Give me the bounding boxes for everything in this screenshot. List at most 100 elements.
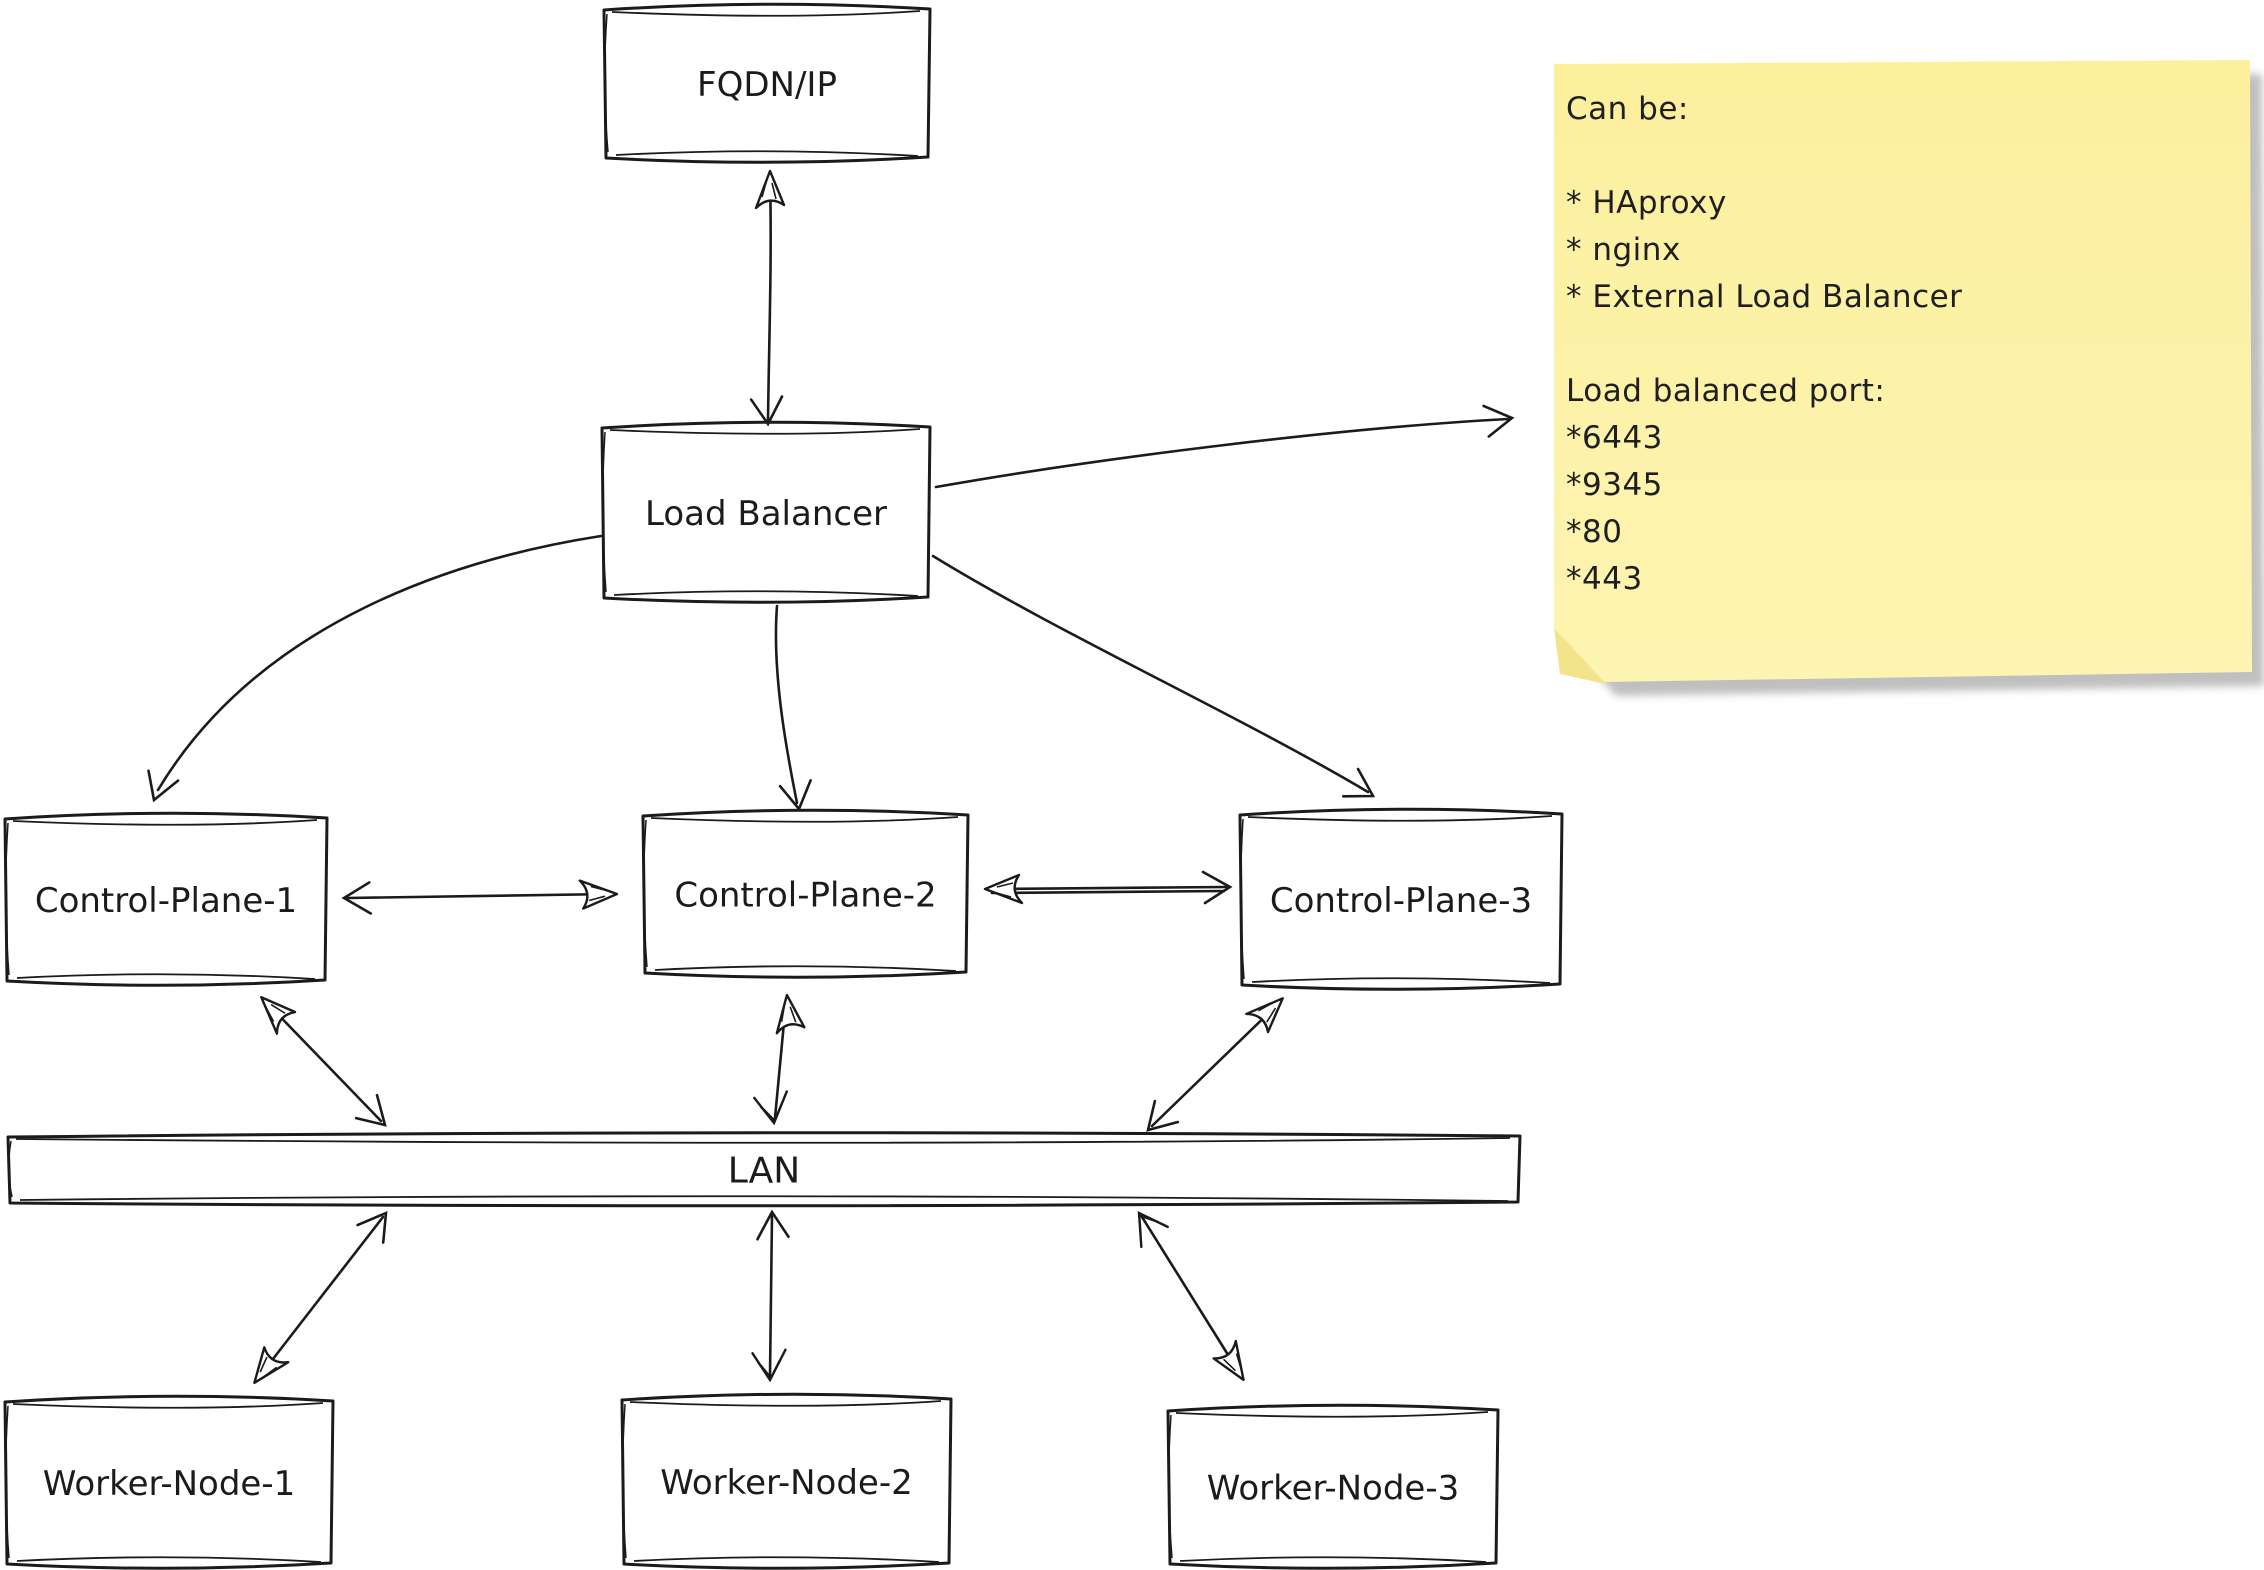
arrow-loadbalancer-note[interactable] [934, 403, 1515, 489]
node-control-plane-3-sketch-bottom [1251, 977, 1551, 984]
arrowhead [780, 1003, 797, 1023]
node-worker-node-1-sketch-left [4, 1405, 10, 1559]
node-worker-node-3-label: Worker-Node-3 [1207, 1469, 1460, 1509]
node-worker-node-3-sketch-bottom [1179, 1556, 1487, 1563]
node-control-plane-2-sketch-top [650, 816, 959, 823]
arrowhead [259, 1356, 278, 1379]
arrow-cp1-lan-line [264, 1000, 383, 1123]
arrow-cp1-cp2-line [346, 892, 614, 900]
sticky-note-line: *9345 [1566, 467, 1663, 503]
arrowhead [1212, 1339, 1245, 1382]
node-control-plane-1-label: Control-Plane-1 [35, 881, 297, 921]
arrow-cp2-lan[interactable] [753, 993, 806, 1126]
node-lan[interactable]: LAN [6, 1131, 1522, 1208]
node-lan-sketch-bottom [19, 1195, 1509, 1202]
arrowhead [1342, 767, 1376, 798]
arrowhead [341, 881, 373, 915]
arrow-lan-wn2-line [768, 1214, 774, 1377]
node-worker-node-1[interactable]: Worker-Node-1 [3, 1394, 335, 1570]
arrowhead [1137, 1211, 1169, 1249]
arrowhead [753, 1090, 788, 1126]
arrowhead [264, 1003, 286, 1022]
node-control-plane-1-sketch-bottom [16, 973, 316, 980]
node-fqdn-outline [602, 2, 932, 164]
node-worker-node-1-sketch-top [12, 1402, 324, 1409]
arrow-fqdn-loadbalancer[interactable] [749, 169, 786, 427]
sticky-note-line [1566, 133, 2238, 180]
arrow-cp3-lan-line [1150, 1001, 1281, 1128]
sticky-note-fold [1554, 628, 1606, 684]
arrow-lan-wn3[interactable] [1125, 1204, 1255, 1387]
arrowhead [1245, 997, 1284, 1034]
node-worker-node-2-sketch-left [621, 1403, 627, 1559]
arrowhead [751, 1348, 787, 1383]
sticky-note-line [1566, 321, 2238, 368]
node-load-balancer-label: Load Balancer [645, 494, 887, 534]
arrow-fqdn-loadbalancer-line [766, 174, 772, 422]
arrowhead [1482, 404, 1515, 438]
arrow-cp2-cp3[interactable] [983, 870, 1233, 905]
arrowhead [983, 873, 1024, 905]
arrowhead [778, 779, 812, 812]
arrowhead [1258, 1001, 1277, 1023]
node-control-plane-1-outline [3, 811, 329, 987]
node-worker-node-3-sketch-top [1175, 1411, 1489, 1418]
node-control-plane-3-sketch-left [1239, 818, 1245, 980]
arrowhead [749, 395, 784, 427]
arrow-cp1-lan[interactable] [251, 988, 396, 1137]
node-worker-node-2[interactable]: Worker-Node-2 [620, 1392, 953, 1570]
sticky-note[interactable] [1554, 60, 2264, 696]
arrow-lan-wn2[interactable] [751, 1209, 790, 1383]
node-fqdn-label: FQDN/IP [697, 65, 837, 105]
arrowhead [354, 1093, 387, 1127]
arrow-loadbalancer-cp2[interactable] [774, 604, 814, 812]
node-load-balancer-sketch-top [609, 428, 921, 435]
sticky-note-text: Can be:* HAproxy* nginx* External Load B… [1566, 86, 2238, 603]
node-control-plane-2-sketch-bottom [654, 965, 957, 972]
node-worker-node-2-sketch-top [629, 1400, 942, 1407]
node-fqdn[interactable]: FQDN/IP [602, 2, 932, 164]
node-control-plane-3-sketch-top [1247, 815, 1553, 822]
node-worker-node-2-sketch-bottom [633, 1556, 940, 1563]
arrow-loadbalancer-cp1[interactable] [139, 534, 603, 806]
sticky-note-line: Load balanced port: [1566, 373, 1886, 409]
arrow-cp1-cp2[interactable] [341, 879, 619, 915]
arrow-loadbalancer-cp3[interactable] [931, 554, 1381, 810]
node-worker-node-2-outline [620, 1392, 953, 1570]
arrowhead [992, 882, 1014, 898]
arrowhead [1146, 1099, 1180, 1132]
arrowhead [775, 993, 806, 1035]
node-worker-node-1-sketch-bottom [16, 1556, 322, 1563]
node-control-plane-1-sketch-left [4, 822, 10, 976]
arrowhead [147, 769, 180, 803]
arrow-lan-wn1-line [257, 1215, 385, 1379]
node-worker-node-3[interactable]: Worker-Node-3 [1166, 1403, 1500, 1570]
arrow-cp3-lan[interactable] [1137, 988, 1293, 1141]
node-lan-outline [6, 1131, 1522, 1208]
node-fqdn-sketch-bottom [615, 150, 919, 157]
sticky-note-line: * External Load Balancer [1566, 279, 1963, 315]
node-load-balancer[interactable]: Load Balancer [600, 420, 932, 604]
sticky-note-line: * HAproxy [1566, 185, 1727, 221]
arrow-lan-wn1[interactable] [243, 1204, 398, 1392]
node-control-plane-2[interactable]: Control-Plane-2 [641, 808, 970, 979]
node-control-plane-2-outline [641, 808, 970, 979]
sticky-note-line: *80 [1566, 514, 1623, 550]
sticky-note-line: *443 [1566, 561, 1643, 597]
arrow-loadbalancer-cp2-line [774, 604, 799, 805]
node-control-plane-1-sketch-top [12, 819, 318, 826]
node-control-plane-2-sketch-left [642, 819, 648, 968]
node-lan-label: LAN [728, 1151, 800, 1192]
node-fqdn-sketch-left [603, 13, 609, 153]
arrow-lan-wn3-line [1140, 1215, 1242, 1376]
node-worker-node-3-sketch-left [1167, 1414, 1173, 1559]
node-control-plane-3-label: Control-Plane-3 [1270, 881, 1532, 921]
arrow-loadbalancer-cp3-line [931, 554, 1370, 794]
node-load-balancer-sketch-left [601, 431, 607, 593]
node-worker-node-1-outline [3, 1394, 335, 1570]
node-control-plane-2-label: Control-Plane-2 [674, 876, 936, 916]
sticky-note-paper [1554, 60, 2252, 682]
sticky-note-line: * nginx [1566, 232, 1681, 268]
node-control-plane-3[interactable]: Control-Plane-3 [1238, 807, 1564, 991]
node-control-plane-1[interactable]: Control-Plane-1 [3, 811, 329, 987]
